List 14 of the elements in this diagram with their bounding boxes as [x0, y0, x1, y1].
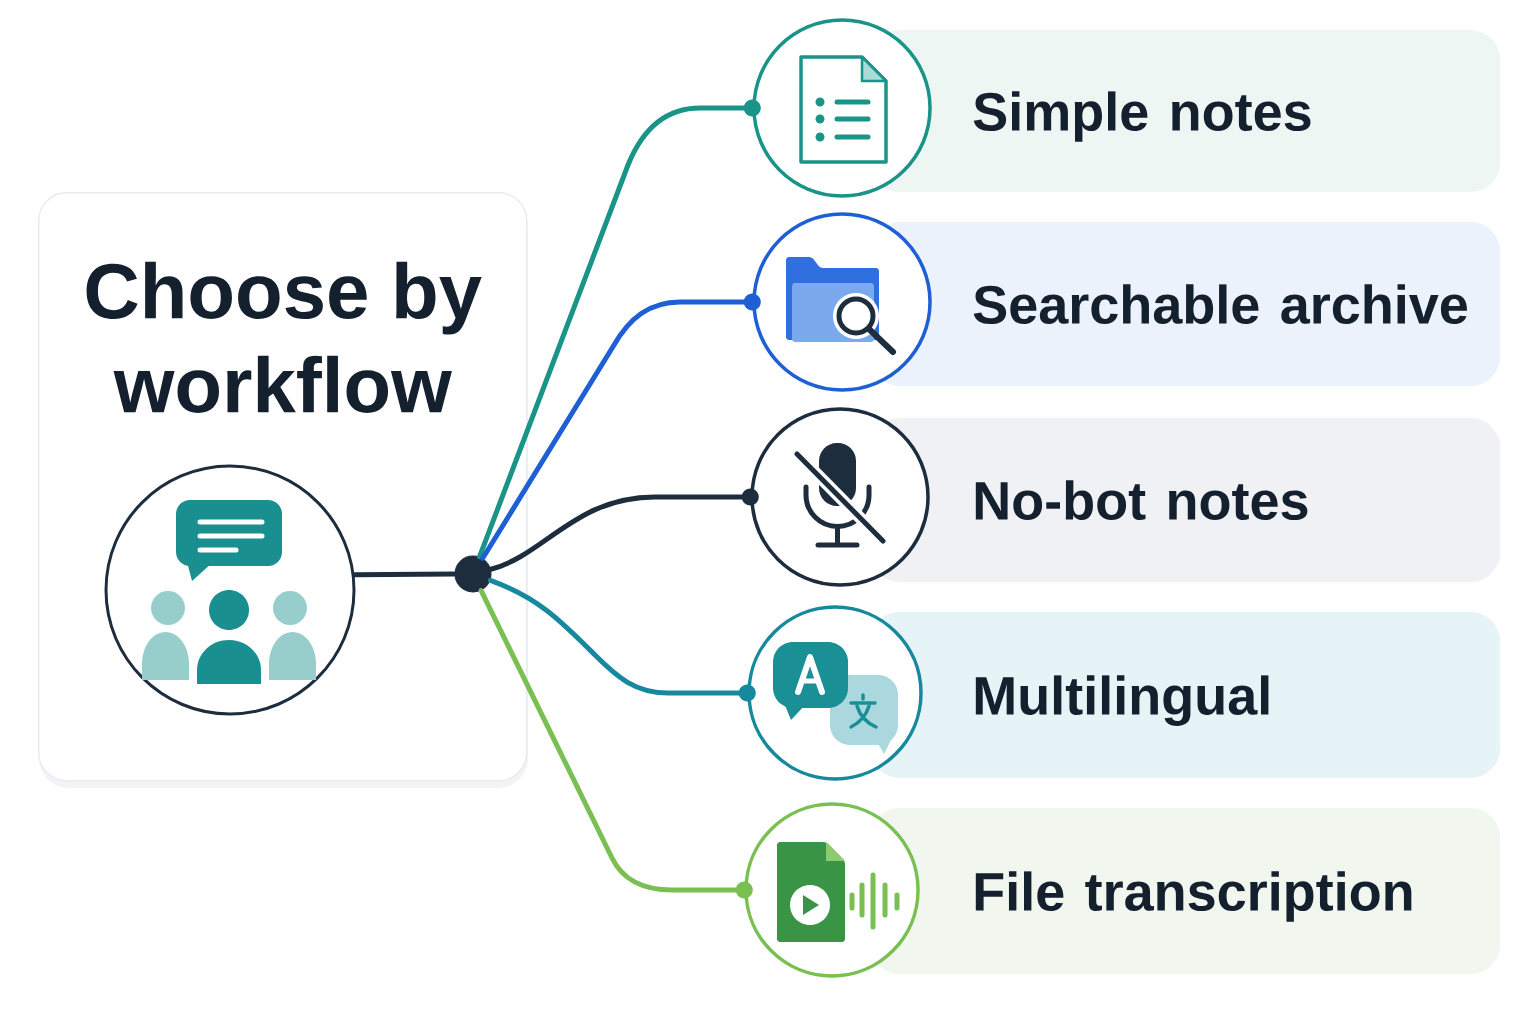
connector-line	[477, 99, 761, 560]
option-band: Multilingual	[870, 612, 1501, 778]
connector-line	[478, 588, 753, 899]
connector-line	[487, 577, 756, 702]
connector-line	[480, 293, 761, 561]
icon-circle	[750, 407, 930, 587]
connector-line	[352, 571, 457, 578]
icon-circle	[752, 18, 932, 198]
option-band: File transcription	[870, 808, 1501, 974]
connector-line	[488, 488, 759, 572]
option-band: Simple notes	[870, 30, 1501, 192]
option-band: No-bot notes	[870, 418, 1501, 582]
option-band: Searchable archive	[870, 222, 1501, 386]
junction-dot	[454, 555, 492, 593]
